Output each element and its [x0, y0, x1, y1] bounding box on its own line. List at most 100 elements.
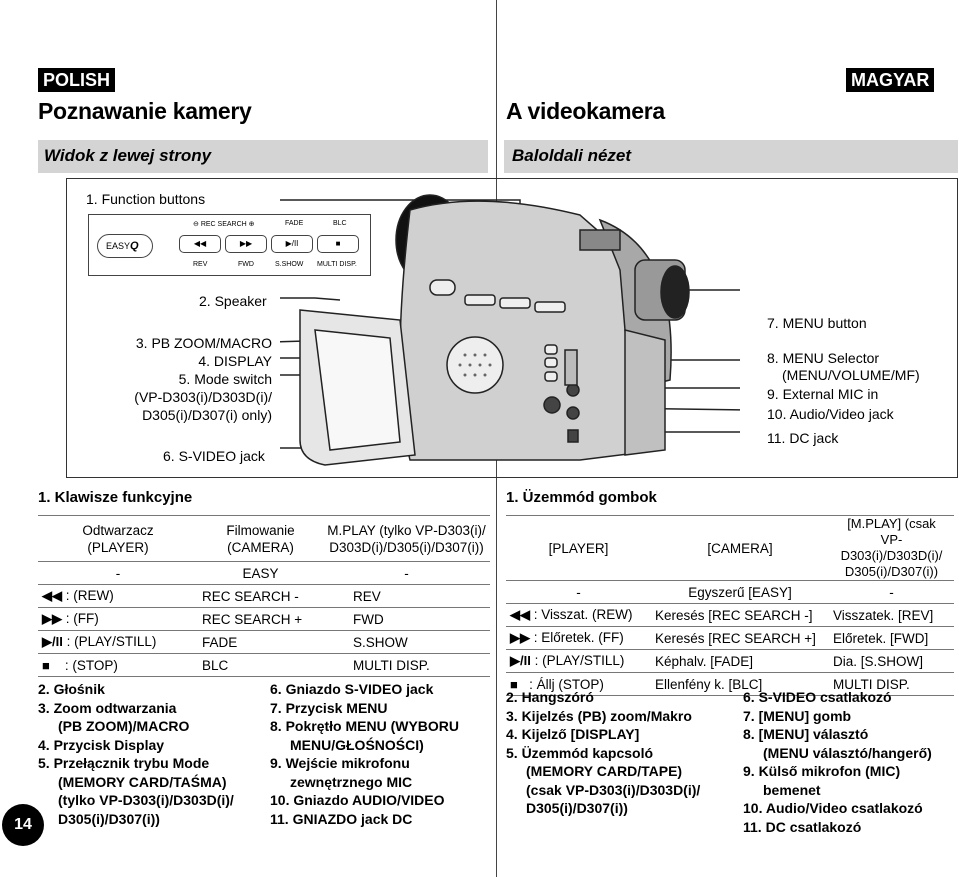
- page-number: 14: [2, 804, 44, 846]
- callout-mode-switch: 5. Mode switch: [178, 371, 272, 387]
- list-item: 8. [MENU] választó: [743, 726, 869, 742]
- cell: REC SEARCH -: [202, 588, 299, 604]
- callout-mode-note1: (VP-D303(i)/D303D(i)/: [134, 389, 272, 405]
- rew-button[interactable]: ◀◀: [179, 235, 221, 253]
- cell: Képhalv. [FADE]: [655, 653, 754, 669]
- list-item: 2. Hangszóró: [506, 689, 594, 705]
- camcorder-illustration: [280, 194, 740, 466]
- easy-label: EASY: [106, 241, 131, 251]
- legend-list-polish-2: 6. Gniazdo S-VIDEO jack 7. Przycisk MENU…: [270, 680, 459, 828]
- table-row: - EASY -: [38, 562, 490, 585]
- page-title-polish: Poznawanie kamery: [38, 98, 252, 124]
- camera-diagram-box: [66, 178, 958, 478]
- rew-icon: ◀◀: [42, 588, 62, 603]
- stop-button[interactable]: ■: [317, 235, 359, 253]
- cell: -: [576, 584, 581, 600]
- table-row: ▶▶ : Előretek. (FF) Keresés [REC SEARCH …: [506, 627, 954, 650]
- function-button-panel: EASYQ ⊖ REC SEARCH ⊕ FADE BLC ◀◀ ▶▶ ▶/II…: [88, 214, 371, 276]
- header-player: Odtwarzacz (PLAYER): [82, 522, 154, 555]
- stop-icon: ■: [335, 239, 341, 248]
- table-row: ▶/II : (PLAY/STILL) Képhalv. [FADE] Dia.…: [506, 650, 954, 673]
- callout-ext-mic: 9. External MIC in: [767, 386, 879, 402]
- cell: FADE: [202, 634, 238, 650]
- subtitle-bar-polish: Widok z lewej strony: [38, 140, 488, 173]
- list-item: (MEMORY CARD/TAPE): [526, 763, 683, 779]
- legend-list-magyar-2: 6. S-VIDEO csatlakozó 7. [MENU] gomb 8. …: [743, 688, 932, 836]
- header-mplay: M.PLAY (tylko VP-D303(i)/ D303D(i)/D305(…: [327, 522, 486, 555]
- list-item: bemenet: [763, 781, 821, 798]
- page-title-magyar: A videokamera: [506, 98, 665, 124]
- rev-label: REV: [193, 261, 208, 268]
- list-item: 2. Głośnik: [38, 681, 105, 697]
- cell: ■ : (STOP): [42, 657, 118, 673]
- list-item: 11. GNIAZDO jack DC: [270, 810, 413, 827]
- table-row: ■ : (STOP) BLC MULTI DISP.: [38, 654, 490, 677]
- ff-icon: ▶▶: [239, 239, 253, 248]
- list-item: 10. Gniazdo AUDIO/VIDEO: [270, 792, 445, 808]
- list-item: D305(i)/D307(i)): [58, 810, 160, 827]
- list-item: 3. Zoom odtwarzania: [38, 699, 177, 716]
- list-item: 4. Kijelző [DISPLAY]: [506, 726, 640, 742]
- list-item: 6. S-VIDEO csatlakozó: [743, 689, 892, 705]
- sshow-label: S.SHOW: [275, 261, 304, 268]
- blc-label: BLC: [333, 220, 347, 227]
- stop-icon: ■: [42, 657, 50, 673]
- list-item: 7. [MENU] gomb: [743, 707, 852, 724]
- cell: ▶/II : (PLAY/STILL): [510, 653, 625, 668]
- subtitle-bar-magyar: Baloldali nézet: [504, 140, 958, 173]
- header-camera: [CAMERA]: [707, 540, 773, 556]
- list-item: 8. Pokrętło MENU (WYBORU: [270, 718, 460, 734]
- callout-av-jack: 10. Audio/Video jack: [767, 406, 894, 422]
- rew-icon: ◀◀: [510, 607, 530, 622]
- cell: ▶/II : (PLAY/STILL): [42, 634, 157, 649]
- lang-tag-polish: POLISH: [38, 68, 116, 92]
- cell: BLC: [202, 657, 229, 673]
- header-player: [PLAYER]: [548, 540, 609, 556]
- easy-q-icon: Q: [130, 240, 139, 252]
- cell: Előretek. [FWD]: [833, 630, 929, 646]
- list-item: zewnętrznego MIC: [290, 773, 413, 790]
- legend-list-magyar-1: 2. Hangszóró 3. Kijelzés (PB) zoom/Makro…: [506, 688, 700, 818]
- play-pause-icon: ▶/II: [285, 239, 299, 248]
- fade-label: FADE: [285, 220, 304, 227]
- legend-list-polish-1: 2. Głośnik 3. Zoom odtwarzania (PB ZOOM)…: [38, 680, 234, 828]
- callout-pb-zoom: 3. PB ZOOM/MACRO: [135, 335, 272, 351]
- table-row: ◀◀ : (REW) REC SEARCH - REV: [38, 585, 490, 608]
- table-row: ▶/II : (PLAY/STILL) FADE S.SHOW: [38, 631, 490, 654]
- play-pause-icon: ▶/II: [42, 634, 63, 649]
- cell: EASY: [242, 565, 279, 581]
- callout-display: 4. DISPLAY: [198, 353, 272, 369]
- play-pause-icon: ▶/II: [510, 653, 531, 668]
- play-pause-button[interactable]: ▶/II: [271, 235, 313, 253]
- cell: -: [115, 565, 121, 581]
- table-row: ▶▶ : (FF) REC SEARCH + FWD: [38, 608, 490, 631]
- cell: -: [404, 565, 409, 581]
- list-item: 10. Audio/Video csatlakozó: [743, 800, 923, 816]
- fwd-label: FWD: [238, 261, 254, 268]
- header-mplay: [M.PLAY] (csak VP-D303(i)/D303D(i)/ D305…: [840, 516, 943, 579]
- cell: REC SEARCH +: [202, 611, 303, 627]
- ff-button[interactable]: ▶▶: [225, 235, 267, 253]
- easy-button[interactable]: EASYQ: [97, 234, 153, 258]
- lang-tag-magyar: MAGYAR: [846, 68, 935, 92]
- list-item: 6. Gniazdo S-VIDEO jack: [270, 681, 434, 697]
- cell: REV: [353, 588, 381, 604]
- header-camera: Filmowanie (CAMERA): [226, 522, 295, 555]
- list-item: 5. Üzemmód kapcsoló: [506, 744, 654, 761]
- list-item: MENU/GŁOŚNOŚCI): [290, 736, 424, 753]
- subtitle-polish: Widok z lewej strony: [44, 146, 212, 165]
- list-item: 5. Przełącznik trybu Mode: [38, 755, 210, 771]
- subtitle-magyar: Baloldali nézet: [512, 146, 632, 165]
- list-item: 11. DC csatlakozó: [743, 818, 862, 835]
- callout-function-buttons: 1. Function buttons: [86, 191, 206, 207]
- list-item: (MENU választó/hangerő): [763, 744, 932, 761]
- stop-icon: ■: [510, 676, 518, 692]
- cell: Egyszerű [EASY]: [688, 584, 792, 600]
- cell: ◀◀ : (REW): [42, 588, 114, 603]
- cell: -: [889, 584, 894, 600]
- callout-menu-button: 7. MENU button: [767, 315, 867, 331]
- callout-menu-selector: 8. MENU Selector: [767, 350, 880, 366]
- table-header-row: [PLAYER] [CAMERA] [M.PLAY] (csak VP-D303…: [506, 516, 954, 581]
- table-row: - Egyszerű [EASY] -: [506, 581, 954, 604]
- callout-mode-note2: D305(i)/D307(i) only): [142, 407, 272, 423]
